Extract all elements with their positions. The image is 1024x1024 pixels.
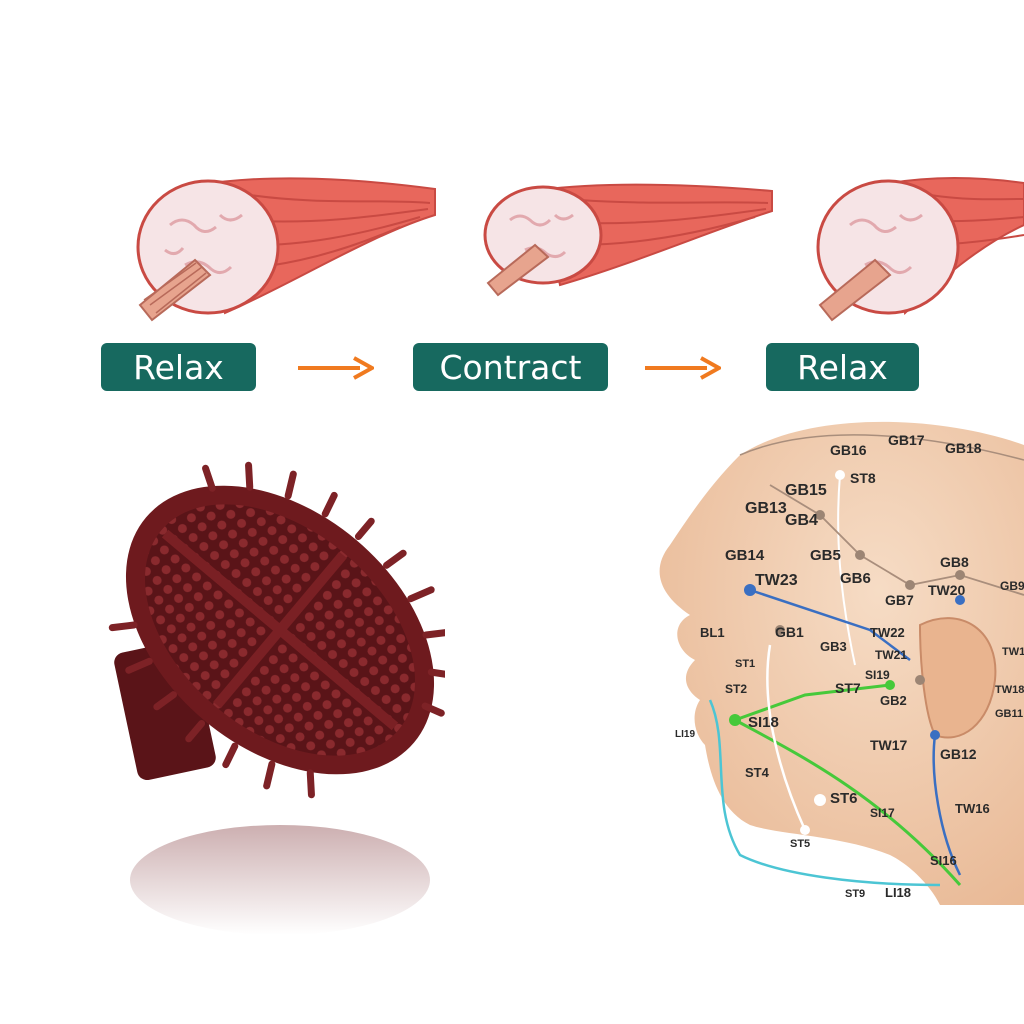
- acupoint-label: GB2: [880, 693, 907, 708]
- acupoint-label: LI18: [885, 885, 911, 900]
- stage-label-contract: Contract: [413, 343, 608, 391]
- acupoint-label: TW20: [928, 582, 966, 598]
- acupoint-label: GB17: [888, 432, 925, 448]
- acupoint-label: LI19: [675, 729, 695, 740]
- acupoint-label: BL1: [700, 625, 725, 640]
- stage-label-relax: Relax: [101, 343, 256, 391]
- muscle-relaxed-illustration: [136, 177, 436, 322]
- acupoint-label: TW22: [870, 625, 905, 640]
- acupoint-label: GB13: [745, 500, 787, 517]
- acupoint-label: GB1: [775, 624, 804, 640]
- acupoint-label: TW21: [875, 648, 907, 662]
- acupoint-label: ST8: [850, 470, 876, 486]
- acupoint-label: ST4: [745, 765, 770, 780]
- acupoint-label: ST5: [790, 838, 810, 850]
- acupuncture-head-chart: GB16 GB17 GB18 ST8 GB15 GB13 GB4 GB14 GB…: [659, 421, 1024, 905]
- massage-brush-image: [108, 461, 445, 935]
- acupoint-label: GB15: [785, 482, 827, 499]
- acupoint-label: GB5: [810, 547, 841, 564]
- acupoint-label: GB7: [885, 592, 914, 608]
- stage-label-relax-2: Relax: [766, 343, 919, 391]
- acupoint-label: SI17: [870, 806, 895, 820]
- acupoint-label: TW17: [870, 737, 908, 753]
- acupoint-label: GB4: [785, 512, 818, 529]
- arrow-right-icon: [298, 356, 374, 380]
- acupoint-label: TW18: [995, 684, 1024, 696]
- acupoint-label: TW16: [955, 801, 990, 816]
- muscle-relaxed-illustration-2: [816, 177, 1024, 322]
- muscle-contracted-illustration: [483, 183, 773, 297]
- acupoint-label: GB8: [940, 554, 969, 570]
- acupoint-label: GB14: [725, 547, 765, 564]
- arrow-right-icon-2: [645, 356, 721, 380]
- acupoint-label: ST7: [835, 680, 861, 696]
- acupoint-label: SI16: [930, 853, 957, 868]
- acupoint-label: GB11: [995, 708, 1023, 720]
- acupoint-label: ST6: [830, 790, 858, 807]
- acupoint-label: GB6: [840, 570, 871, 587]
- acupoint-label: GB3: [820, 639, 847, 654]
- acupoint-label: ST2: [725, 682, 747, 696]
- acupoint-label: GB18: [945, 440, 982, 456]
- acupoint-label: SI19: [865, 668, 890, 682]
- acupoint-label: TW19: [1002, 646, 1024, 658]
- acupoint-label: ST9: [845, 888, 865, 900]
- acupoint-label: TW23: [755, 572, 798, 589]
- acupoint-label: SI18: [748, 714, 779, 731]
- acupoint-label: GB16: [830, 442, 867, 458]
- acupoint-label: GB12: [940, 746, 977, 762]
- acupoint-label: GB9: [1000, 579, 1024, 593]
- acupoint-label: ST1: [735, 658, 755, 670]
